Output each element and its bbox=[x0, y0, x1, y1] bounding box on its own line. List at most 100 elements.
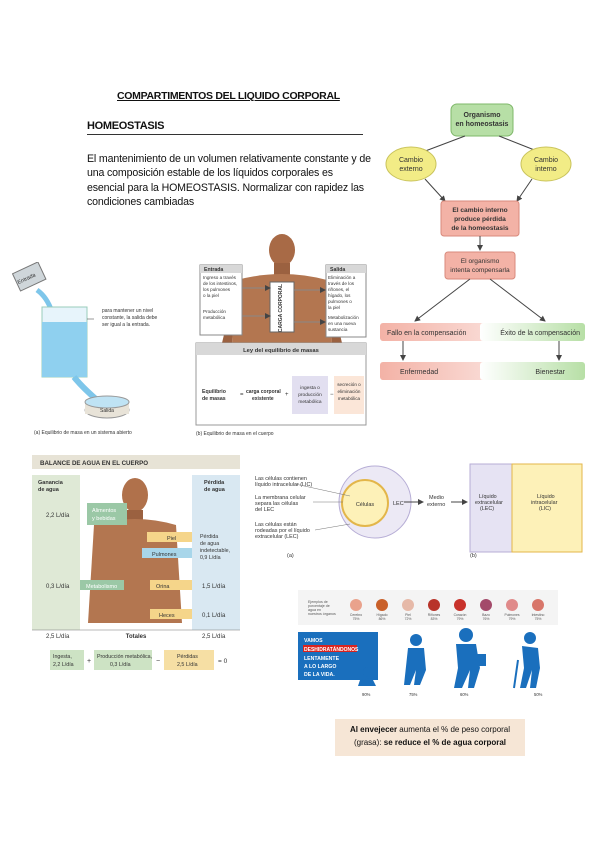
cells-l3: Las células están bbox=[255, 522, 297, 528]
organ-icons: Cerebro75%Hígado86%Piel72%Riñones83%Cora… bbox=[350, 599, 545, 621]
body-production: Producción bbox=[203, 309, 226, 314]
organs-strip bbox=[298, 590, 558, 625]
feces-tag bbox=[150, 609, 192, 619]
organ-icon bbox=[376, 599, 388, 611]
label-a: (a) bbox=[287, 553, 294, 559]
food-label: Alimentos bbox=[92, 508, 116, 514]
law-plus: ingesta o bbox=[300, 385, 320, 391]
organ-label: Cerebro bbox=[350, 613, 362, 617]
svg-text:del LEC: del LEC bbox=[255, 507, 274, 513]
law-minus: secreción o bbox=[337, 382, 361, 387]
open-system-figure: Entrada para mantener un nivel constante… bbox=[12, 262, 158, 436]
eq-loss: Pérdidas bbox=[177, 654, 198, 660]
external-change-text: Cambio bbox=[399, 157, 423, 164]
law-mid: carga corporal bbox=[246, 389, 281, 395]
svg-text:produce pérdida: produce pérdida bbox=[454, 216, 506, 223]
metab-val: 0,3 L/día bbox=[46, 584, 70, 590]
lungs-tag bbox=[142, 548, 192, 558]
organ-icon bbox=[428, 599, 440, 611]
adult-figure bbox=[454, 628, 486, 688]
organ-label: Hígado bbox=[377, 613, 388, 617]
organ-icon bbox=[402, 599, 414, 611]
salida-label: Salida bbox=[100, 408, 114, 414]
svg-text:eliminación: eliminación bbox=[338, 389, 361, 394]
water-balance-figure: BALANCE DE AGUA EN EL CUERPO Ganancia de… bbox=[32, 455, 240, 680]
pct-3: 60% bbox=[460, 692, 469, 697]
svg-text:riñones, el: riñones, el bbox=[328, 287, 349, 292]
law-left: Equilibrio bbox=[202, 389, 226, 395]
svg-text:constante, la salida debe: constante, la salida debe bbox=[102, 315, 158, 321]
totals-label: Totales bbox=[126, 634, 147, 640]
svg-text:−: − bbox=[330, 392, 334, 398]
heading-rule bbox=[87, 134, 363, 135]
svg-text:Eliminación a: Eliminación a bbox=[328, 275, 356, 280]
svg-text:(LIC): (LIC) bbox=[539, 506, 551, 512]
page-title: COMPARTIMENTOS DEL LIQUIDO CORPORAL bbox=[117, 90, 340, 102]
metab-tag bbox=[80, 580, 124, 590]
water-header-bar bbox=[32, 455, 240, 469]
body-entrada-title: Entrada bbox=[204, 267, 223, 273]
organ-label: 76% bbox=[483, 617, 490, 621]
body-salida-title: Salida bbox=[330, 267, 345, 273]
svg-text:de masas: de masas bbox=[202, 396, 226, 402]
caption-normal1: aumenta el % de peso corporal bbox=[397, 725, 511, 734]
gain-label: Ganancia bbox=[38, 480, 64, 486]
caption-bold1: Al envejecer bbox=[349, 725, 398, 734]
svg-text:ser igual a la entrada.: ser igual a la entrada. bbox=[102, 322, 150, 328]
label-b: (b) bbox=[470, 553, 477, 559]
organ-label: Pulmones bbox=[504, 613, 519, 617]
svg-text:de agua: de agua bbox=[204, 487, 226, 493]
svg-text:sustancia: sustancia bbox=[328, 327, 348, 332]
internal-change-text: Cambio bbox=[534, 157, 558, 164]
insens: Pérdida bbox=[200, 534, 218, 540]
svg-text:metabólica: metabólica bbox=[203, 315, 226, 320]
disease-text: Enfermedad bbox=[400, 369, 438, 376]
svg-text:los pulmones: los pulmones bbox=[203, 287, 231, 292]
organ-label: 79% bbox=[509, 617, 516, 621]
compensate-box bbox=[444, 251, 516, 280]
organ-label: 83% bbox=[431, 617, 438, 621]
svg-text:interno: interno bbox=[535, 166, 557, 173]
total-right: 2,5 L/día bbox=[202, 634, 226, 640]
flow-top-box bbox=[450, 103, 514, 137]
feces-label: Heces bbox=[159, 613, 175, 619]
salida-box bbox=[325, 264, 367, 338]
svg-text:intenta compensarla: intenta compensarla bbox=[450, 267, 510, 274]
svg-text:producción: producción bbox=[298, 392, 322, 398]
water-torso bbox=[88, 519, 182, 623]
svg-text:+: + bbox=[285, 392, 289, 398]
urine-label: Orina bbox=[156, 584, 170, 590]
organ-label: 75% bbox=[353, 617, 360, 621]
cell-circle bbox=[341, 479, 389, 527]
svg-text:(LEC): (LEC) bbox=[480, 506, 494, 512]
organ-label: Intestino bbox=[532, 613, 545, 617]
svg-text:o la piel: o la piel bbox=[203, 293, 219, 298]
svg-text:2,2 L/día: 2,2 L/día bbox=[53, 662, 74, 668]
cells-l1: Las células contienen bbox=[255, 476, 307, 482]
urine-val: 1,5 L/día bbox=[202, 584, 226, 590]
pct-4: 50% bbox=[534, 692, 543, 697]
svg-text:porcentaje de: porcentaje de bbox=[308, 604, 330, 608]
torso-head bbox=[269, 234, 295, 266]
skin-label: Piel bbox=[167, 536, 176, 542]
intro-paragraph: El mantenimiento de un volumen relativam… bbox=[87, 153, 371, 209]
eq-intake-box bbox=[50, 650, 84, 670]
organ-label: Corazón bbox=[454, 613, 467, 617]
svg-text:rodeadas por el líquido: rodeadas por el líquido bbox=[255, 528, 310, 534]
baby-figure bbox=[358, 667, 376, 686]
organ-label: Riñones bbox=[428, 613, 441, 617]
body-mass-balance-figure: CARGA CORPORAL Entrada Ingreso a través … bbox=[192, 228, 370, 440]
svg-text:existente: existente bbox=[252, 396, 274, 402]
external-change-ellipse bbox=[385, 146, 437, 182]
entrada-box bbox=[199, 264, 243, 336]
svg-text:y bebidas: y bebidas bbox=[92, 516, 116, 522]
svg-text:Ingreso a través: Ingreso a través bbox=[203, 275, 237, 280]
svg-text:metabólica: metabólica bbox=[338, 396, 361, 401]
success-text: Éxito de la compensación bbox=[500, 328, 580, 337]
cells-l2: La membrana celular bbox=[255, 495, 306, 501]
svg-text:intracelular: intracelular bbox=[531, 500, 558, 506]
flow-top-text: Organismo bbox=[464, 112, 501, 119]
svg-text:la piel: la piel bbox=[328, 305, 340, 310]
carga-box bbox=[269, 281, 295, 333]
svg-text:nuestros órganos: nuestros órganos bbox=[308, 612, 336, 616]
